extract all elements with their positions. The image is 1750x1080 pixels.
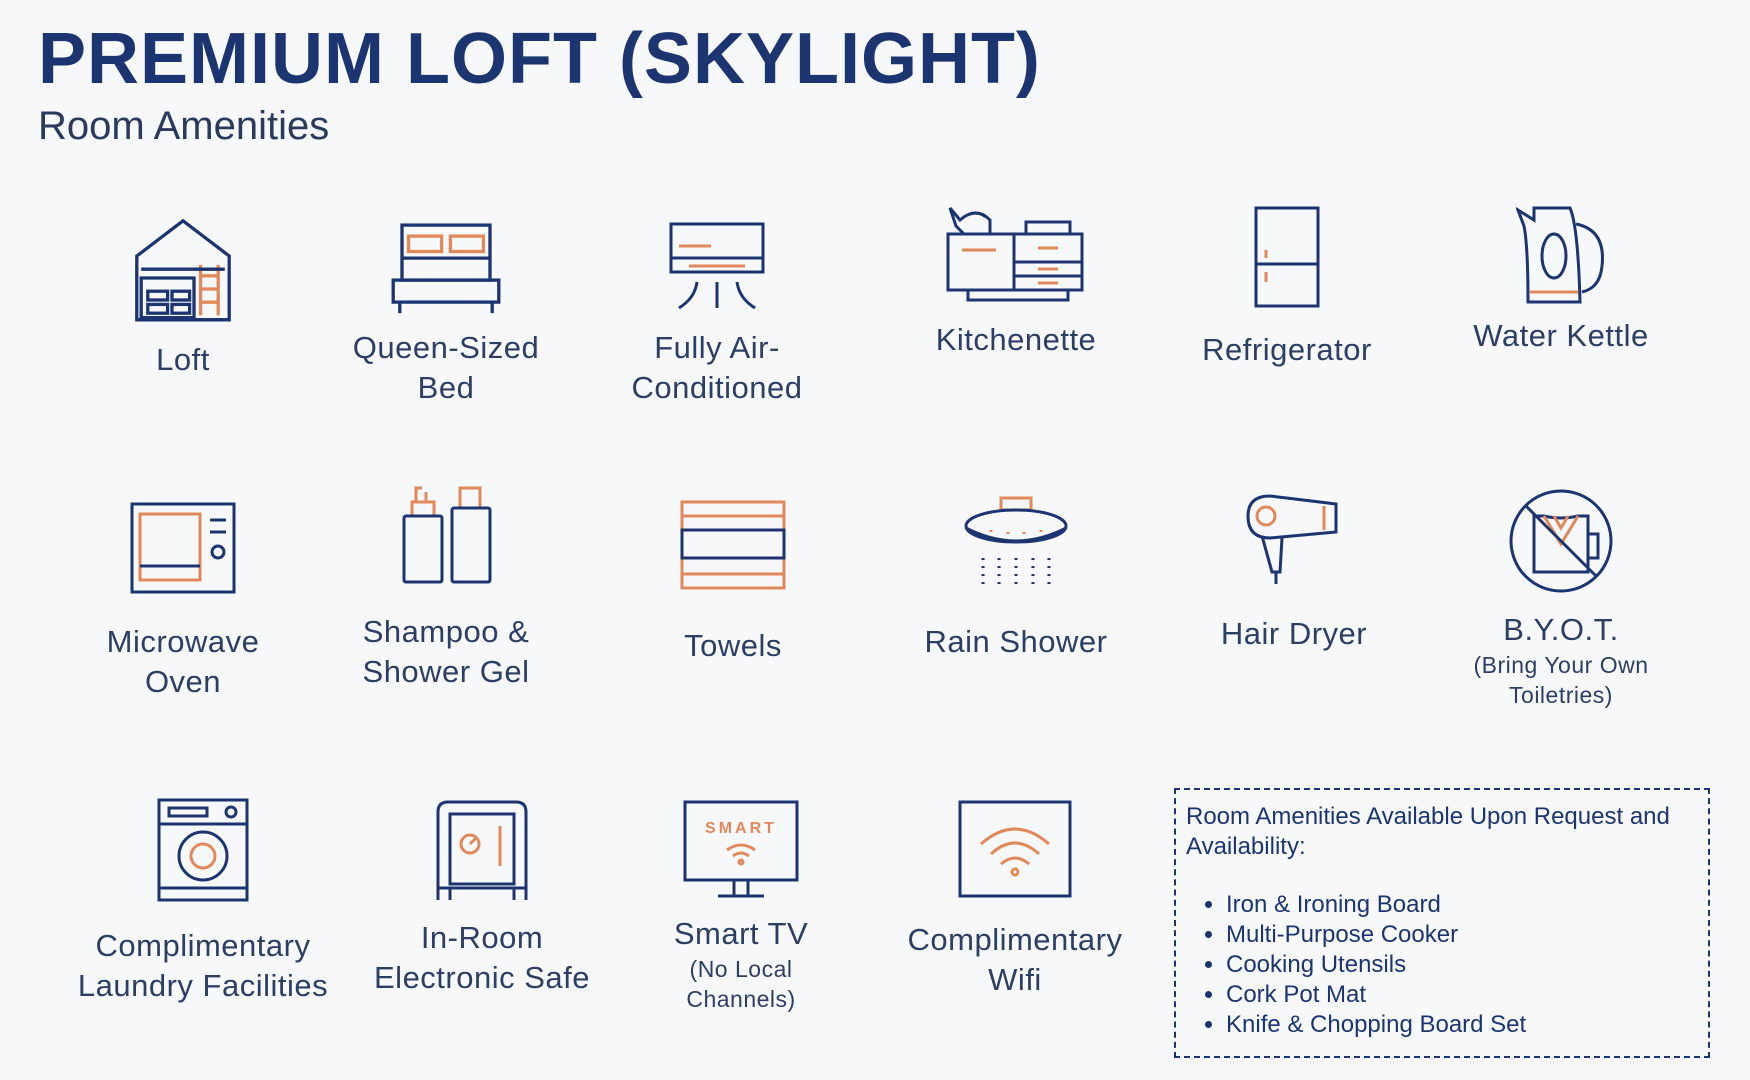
shampoo-bottles-icon xyxy=(402,486,492,584)
amenity-towels: Towels xyxy=(598,500,868,666)
list-item: Cork Pot Mat xyxy=(1226,980,1698,1010)
washing-machine-icon xyxy=(157,798,249,902)
amenity-label: Fully Air-Conditioned xyxy=(631,330,803,405)
amenity-label: Complimentary Laundry Facilities xyxy=(77,928,329,1003)
bed-icon xyxy=(391,223,501,314)
amenity-label: In-Room Electronic Safe xyxy=(374,920,590,995)
hair-dryer-icon xyxy=(1246,494,1338,584)
amenity-smart-tv: SMART Smart TV (No Local Channels) xyxy=(606,800,876,1014)
amenity-label: Kitchenette xyxy=(935,322,1097,357)
amenity-byot: B.Y.O.T. (Bring Your Own Toiletries) xyxy=(1426,488,1696,710)
amenity-rain-shower: Rain Shower xyxy=(881,496,1151,662)
amenity-microwave: Microwave Oven xyxy=(48,500,318,702)
request-amenities-box: Room Amenities Available Upon Request an… xyxy=(1174,788,1710,1058)
list-item: Knife & Chopping Board Set xyxy=(1226,1010,1698,1040)
amenity-label: Rain Shower xyxy=(924,624,1108,659)
towels-icon xyxy=(680,500,786,590)
list-item: Iron & Ironing Board xyxy=(1226,890,1698,920)
kitchenette-icon xyxy=(946,207,1084,302)
amenity-shampoo: Shampoo & Shower Gel xyxy=(311,486,581,692)
amenity-label: Shampoo & Shower Gel xyxy=(362,614,530,689)
amenity-label: Towels xyxy=(684,628,782,663)
no-toiletries-icon xyxy=(1509,489,1613,593)
safe-icon xyxy=(436,800,528,900)
amenity-label: Microwave Oven xyxy=(106,624,260,699)
microwave-icon xyxy=(130,502,236,594)
air-conditioner-icon xyxy=(669,222,765,310)
amenity-label: Complimentary Wifi xyxy=(907,922,1123,997)
amenity-wifi: Complimentary Wifi xyxy=(880,800,1150,1000)
refrigerator-icon xyxy=(1254,206,1320,308)
amenity-aircon: Fully Air-Conditioned xyxy=(582,218,852,408)
amenity-bed: Queen-Sized Bed xyxy=(311,218,581,408)
smart-tv-screen-text: SMART xyxy=(705,820,777,837)
wifi-icon xyxy=(958,800,1072,898)
amenity-refrigerator: Refrigerator xyxy=(1152,206,1422,370)
list-item: Cooking Utensils xyxy=(1226,950,1698,980)
amenity-water-kettle: Water Kettle xyxy=(1426,206,1696,356)
amenity-label: B.Y.O.T. xyxy=(1503,612,1619,647)
amenity-note: (Bring Your Own Toiletries) xyxy=(1473,652,1649,708)
page-subtitle: Room Amenities xyxy=(38,104,330,148)
water-kettle-icon xyxy=(1516,206,1604,304)
amenity-label: Queen-Sized Bed xyxy=(352,330,540,405)
amenity-note: (No Local Channels) xyxy=(686,956,796,1012)
smart-tv-icon: SMART xyxy=(683,800,799,898)
amenity-safe: In-Room Electronic Safe xyxy=(347,800,617,998)
amenity-hair-dryer: Hair Dryer xyxy=(1159,494,1429,654)
amenity-kitchenette: Kitchenette xyxy=(881,206,1151,360)
amenity-laundry: Complimentary Laundry Facilities xyxy=(68,798,338,1006)
amenity-loft: Loft xyxy=(48,212,318,380)
amenity-label: Loft xyxy=(156,342,210,377)
request-items-list: Iron & Ironing Board Multi-Purpose Cooke… xyxy=(1186,890,1698,1040)
list-item: Multi-Purpose Cooker xyxy=(1226,920,1698,950)
amenity-label: Water Kettle xyxy=(1473,318,1649,353)
loft-icon xyxy=(135,218,231,322)
amenity-label: Smart TV xyxy=(673,916,809,951)
request-box-heading: Room Amenities Available Upon Request an… xyxy=(1186,803,1670,860)
rain-shower-icon xyxy=(964,496,1068,584)
amenity-label: Hair Dryer xyxy=(1220,616,1368,651)
page-title: PREMIUM LOFT (SKYLIGHT) xyxy=(38,19,1041,99)
amenity-label: Refrigerator xyxy=(1202,332,1372,367)
